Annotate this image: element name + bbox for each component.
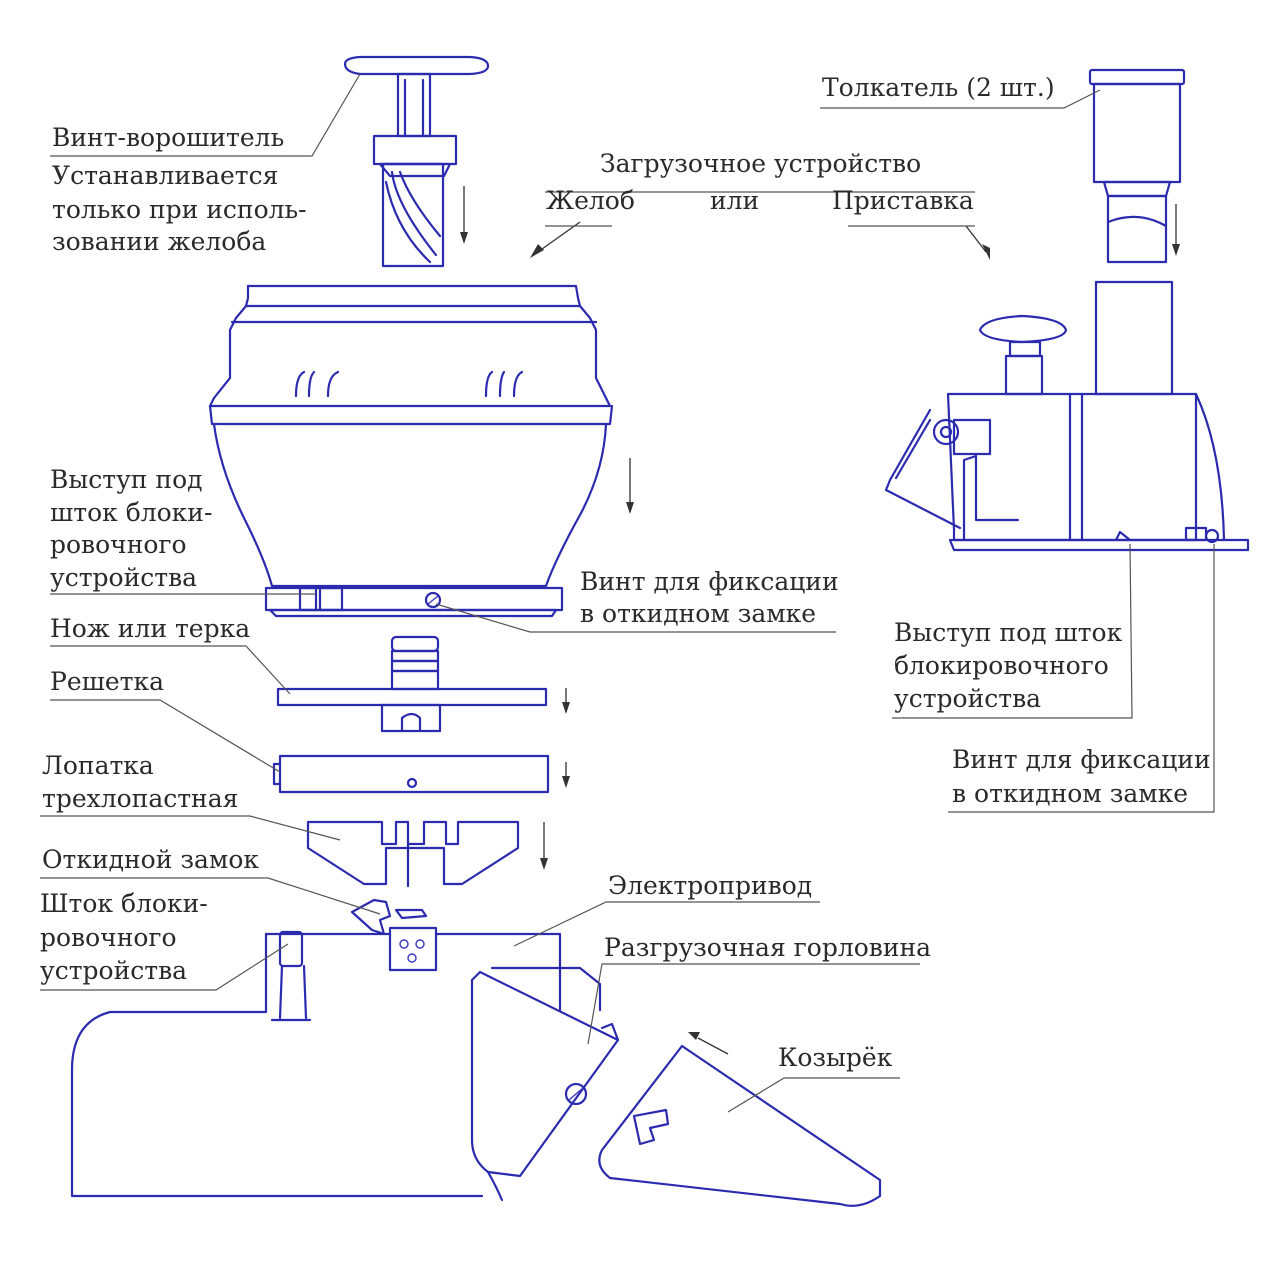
label-rod-3: устройства <box>40 956 188 985</box>
leader-lines <box>40 73 1215 1113</box>
label-rod-1: Шток блоки- <box>40 889 208 918</box>
label-ledge-left-3: ровочного <box>50 530 187 559</box>
label-hinge-lock: Откидной замок <box>42 845 259 874</box>
label-chute: Желоб <box>546 186 635 215</box>
label-screw-note-1: Устанавливается <box>52 161 279 190</box>
label-fix-screw-right-2: в откидном замке <box>952 779 1189 808</box>
label-fix-screw-right-1: Винт для фиксации <box>952 745 1211 774</box>
label-rod-2: ровочного <box>40 923 177 952</box>
label-ledge-left-1: Выступ под <box>50 465 203 494</box>
screw-agitator-drawing <box>343 55 490 268</box>
assembly-arrows <box>460 186 1180 1055</box>
label-ledge-left-4: устройства <box>50 563 198 592</box>
knife-drawing <box>276 635 548 733</box>
paddle-drawing <box>306 820 520 888</box>
label-knife: Нож или терка <box>50 614 251 643</box>
label-attachment: Приставка <box>832 186 974 215</box>
discharge-neck-drawing <box>470 970 620 1202</box>
label-fix-screw-left-1: Винт для фиксации <box>580 567 839 596</box>
label-screw-note-3: зовании желоба <box>52 227 267 256</box>
visor-drawing <box>598 1044 882 1207</box>
label-blade-2: трехлопастная <box>42 784 239 813</box>
label-outlet: Разгрузочная горловина <box>604 933 932 962</box>
label-or: или <box>710 186 760 215</box>
label-drive: Электропривод <box>608 871 813 900</box>
label-screw-agitator: Винт-ворошитель <box>52 123 285 152</box>
hinge-lock-drawing <box>350 898 438 972</box>
label-screw-note-2: только при исполь- <box>52 195 307 224</box>
label-loading-device: Загрузочное устройство <box>600 149 922 178</box>
attachment-drawing <box>884 280 1250 552</box>
label-ledge-right-2: блокировочного <box>894 651 1109 680</box>
label-ledge-right-3: устройства <box>894 684 1042 713</box>
pusher-drawing <box>1088 68 1186 264</box>
label-fix-screw-left-2: в откидном замке <box>580 599 817 628</box>
electric-drive-drawing <box>70 930 602 1198</box>
label-ledge-left-2: шток блоки- <box>50 498 213 527</box>
label-pusher: Толкатель (2 шт.) <box>822 73 1055 102</box>
label-blade-1: Лопатка <box>42 751 154 780</box>
label-visor: Козырёк <box>778 1043 893 1072</box>
label-grate: Решетка <box>50 667 165 696</box>
grate-drawing <box>272 754 550 794</box>
label-ledge-right-1: Выступ под шток <box>894 618 1123 647</box>
bowl-drawing <box>208 284 614 618</box>
